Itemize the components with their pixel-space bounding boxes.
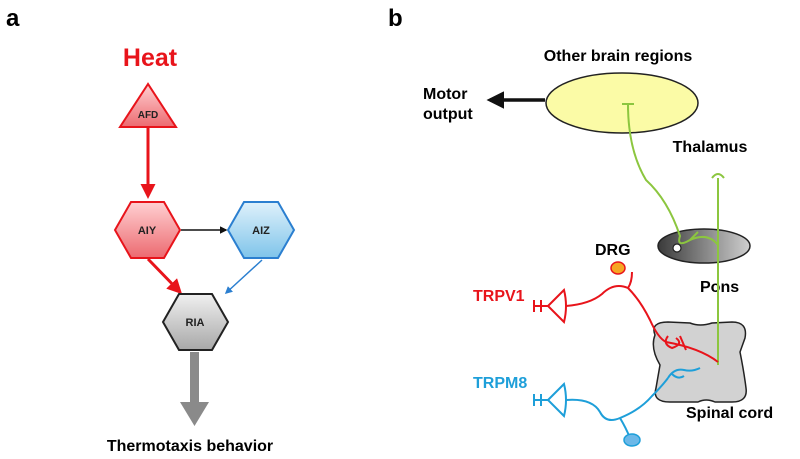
- brain-terminal: [622, 103, 634, 110]
- trpm8-pathway: [533, 367, 701, 439]
- aiy-label: AIY: [138, 225, 157, 237]
- pons-branch: [689, 231, 699, 241]
- pons-label: Pons: [700, 279, 739, 296]
- afd-node: [118, 82, 178, 128]
- output-arrow-head: [180, 402, 209, 426]
- trpm8-peripheral-axon: [565, 377, 669, 421]
- aiy-to-ria-arrow: [146, 257, 183, 295]
- thalamus-label: Thalamus: [673, 139, 748, 156]
- ascending-pathways: [622, 103, 725, 365]
- ria-label: RIA: [186, 317, 205, 329]
- trpm8-label: TRPM8: [473, 375, 527, 392]
- drg-neuron-body: [610, 261, 626, 275]
- spinal-cord-label: Spinal cord: [686, 405, 773, 422]
- trpv1-label: TRPV1: [473, 288, 525, 305]
- aiz-label: AIZ: [252, 225, 270, 237]
- thalamus-terminal: [711, 173, 725, 179]
- afd-label: AFD: [138, 110, 159, 121]
- other-brain-regions-label: Other brain regions: [544, 48, 693, 65]
- aiz-to-ria-arrow: [224, 259, 263, 295]
- aiy-node: [113, 201, 182, 259]
- trpv1-receptor: [533, 300, 548, 312]
- aiz-node: [226, 201, 296, 259]
- output-label: Thermotaxis behavior: [107, 438, 273, 455]
- drg-label: DRG: [595, 242, 631, 259]
- trpm8-synapse: [667, 367, 701, 379]
- ria-node: [161, 293, 230, 351]
- spinal-cord-section: [652, 321, 747, 403]
- panel-b: b Other brain regions Motor output Thala…: [388, 5, 773, 447]
- panel-a-letter: a: [6, 5, 20, 32]
- motor-output-label-line2: output: [423, 106, 473, 123]
- pons-to-brain-tract: [627, 103, 719, 246]
- trpm8-terminal-ending: [546, 382, 567, 418]
- output-arrow-shaft: [190, 352, 199, 404]
- pons-ellipse: [657, 228, 751, 264]
- trpv1-terminal-ending: [546, 288, 567, 324]
- pons-neuron-body: [672, 243, 682, 253]
- trpv1-central-axon: [627, 287, 719, 363]
- heat-label: Heat: [123, 44, 178, 72]
- trpv1-pathway: [533, 271, 719, 363]
- trpv1-peripheral-axon: [565, 271, 633, 307]
- panel-b-letter: b: [388, 5, 403, 32]
- trpv1-synapse: [664, 335, 687, 351]
- trpm8-receptor: [533, 394, 548, 406]
- motor-output-label-line1: Motor: [423, 86, 467, 103]
- panel-a: a Heat AFD AIY AIZ RIA Thermotaxis behav…: [6, 5, 296, 455]
- trpm8-neuron-body: [623, 433, 641, 447]
